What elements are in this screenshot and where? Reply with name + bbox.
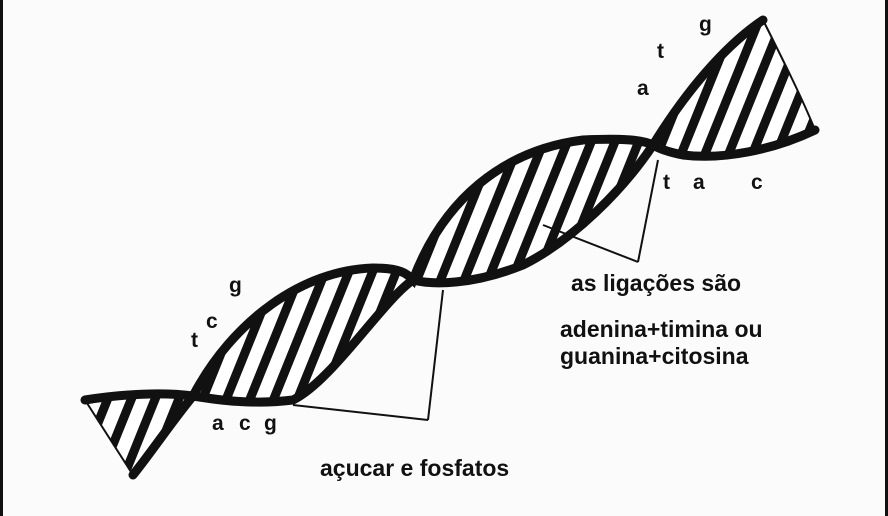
leader-line-backbone-1 xyxy=(293,405,428,420)
base-label-bottom-left-1: a xyxy=(212,413,224,434)
caption-bonds-line2: adenina+timina ou xyxy=(560,318,763,341)
base-label-top-right-3: g xyxy=(699,14,712,35)
base-pair-rungs xyxy=(85,20,815,475)
base-label-bottom-right-1: t xyxy=(663,172,670,193)
leader-line-backbone-2 xyxy=(428,290,443,420)
base-label-bottom-right-2: a xyxy=(693,172,705,193)
base-label-top-left-1: t xyxy=(191,330,198,351)
base-label-top-right-1: a xyxy=(637,78,649,99)
base-label-bottom-left-2: c xyxy=(239,413,251,434)
caption-backbone: açucar e fosfatos xyxy=(320,457,509,480)
base-label-bottom-left-3: g xyxy=(264,413,277,434)
base-label-top-left-2: c xyxy=(206,311,218,332)
base-label-bottom-right-3: c xyxy=(751,172,763,193)
base-label-top-left-3: g xyxy=(229,275,242,296)
dna-double-helix xyxy=(3,0,888,516)
leader-line-bonds-2 xyxy=(638,160,658,262)
caption-bonds-line1: as ligações são xyxy=(571,272,741,295)
base-label-top-right-2: t xyxy=(657,41,664,62)
caption-bonds-line3: guanina+citosina xyxy=(560,345,749,368)
